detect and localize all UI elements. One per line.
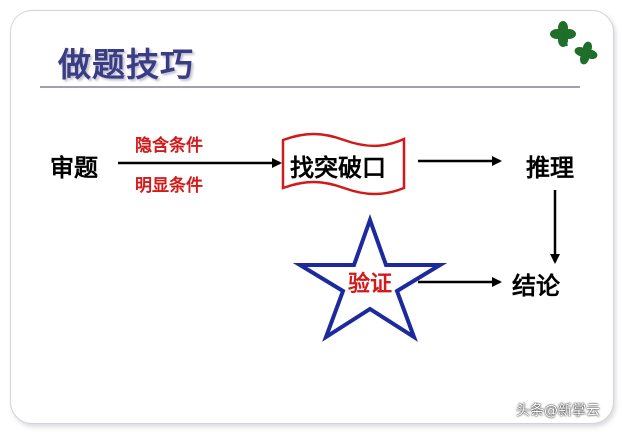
node-breakthrough: 找突破口 [290,153,386,182]
node-conclusion: 结论 [512,271,560,300]
verify-star-shape [292,214,448,342]
slide-title: 做题技巧 [58,45,194,84]
clover-icon-left [550,21,576,47]
slide-frame [10,10,614,424]
watermark-text: 头条@新掌云 [516,403,600,419]
breakthrough-flag-shape [281,132,406,196]
label-hidden-condition: 隐含条件 [135,136,203,156]
node-review: 审题 [50,153,98,182]
label-explicit-condition: 明显条件 [135,176,203,196]
clover-icon-right [573,40,599,66]
node-reasoning: 推理 [526,153,574,182]
node-verify: 验证 [348,271,393,297]
title-underline [40,86,580,88]
